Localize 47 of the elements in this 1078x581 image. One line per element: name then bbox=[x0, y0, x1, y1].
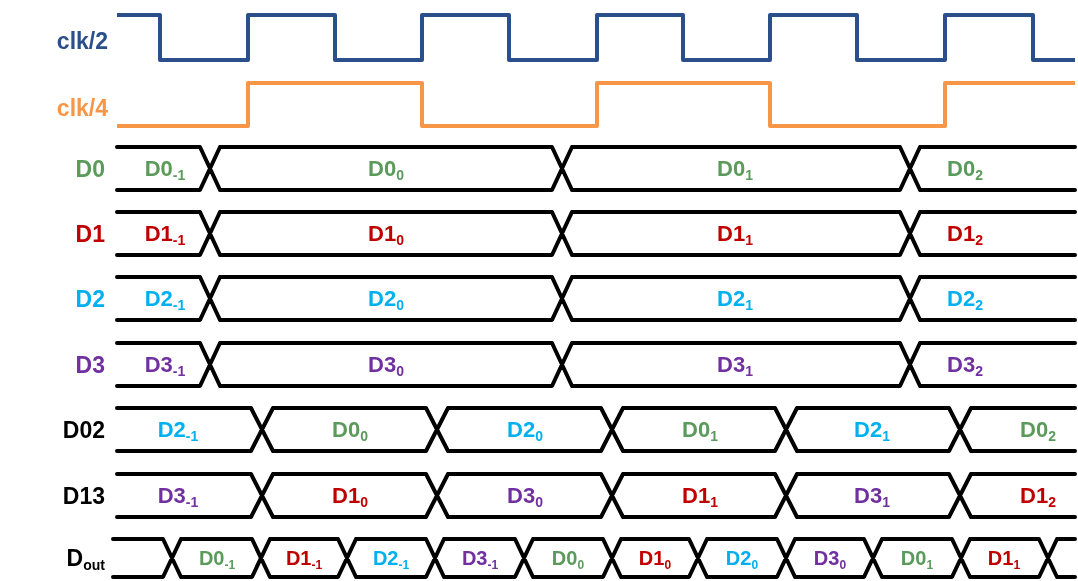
data-word-label: D0$_{1}$ bbox=[717, 157, 753, 180]
signal-name: D13 bbox=[62, 484, 105, 507]
data-word-label: D3$_{-1}$ bbox=[461, 548, 499, 568]
signal-name: D$_{out}$ bbox=[66, 546, 105, 570]
data-word-label: D0$_{0}$ bbox=[551, 548, 585, 568]
data-word-label: D1$_{-1}$ bbox=[144, 222, 186, 245]
data-word-label: D3$_{0}$ bbox=[813, 548, 847, 568]
data-word-label: D1$_{0}$ bbox=[368, 222, 404, 245]
data-word-label: D2$_{0}$ bbox=[507, 418, 543, 441]
data-word-label: D1$_{1}$ bbox=[987, 548, 1021, 568]
data-word-label: D2$_{-1}$ bbox=[372, 548, 410, 568]
data-word-label: D2$_{1}$ bbox=[854, 418, 890, 441]
signal-name: D2 bbox=[75, 287, 105, 310]
data-word-label: D3$_{-1}$ bbox=[157, 484, 199, 507]
signal-name: D0 bbox=[75, 157, 105, 180]
data-word-label: D1$_{0}$ bbox=[332, 484, 368, 507]
data-word-label: D3$_{0}$ bbox=[507, 484, 543, 507]
data-word-label: D1$_{2}$ bbox=[1020, 484, 1056, 507]
data-word-label: D3$_{2}$ bbox=[947, 353, 983, 376]
data-word-label: D2$_{1}$ bbox=[717, 287, 753, 310]
data-word-label: D2$_{2}$ bbox=[947, 287, 983, 310]
data-word-label: D0$_{-1}$ bbox=[144, 157, 186, 180]
data-word-label: D0$_{0}$ bbox=[368, 157, 404, 180]
data-word-label: D1$_{0}$ bbox=[638, 548, 672, 568]
data-word-label: D2$_{0}$ bbox=[368, 287, 404, 310]
data-word-label: D0$_{0}$ bbox=[332, 418, 368, 441]
data-word-label: D3$_{-1}$ bbox=[144, 353, 186, 376]
data-word-label: D2$_{0}$ bbox=[725, 548, 759, 568]
signal-name: D02 bbox=[62, 418, 105, 441]
data-word-label: D2$_{-1}$ bbox=[144, 287, 186, 310]
data-word-label: D1$_{2}$ bbox=[947, 222, 983, 245]
data-word-label: D3$_{1}$ bbox=[854, 484, 890, 507]
data-word-label: D1$_{1}$ bbox=[717, 222, 753, 245]
data-word-label: D1$_{1}$ bbox=[682, 484, 718, 507]
data-word-label: D0$_{2}$ bbox=[1020, 418, 1056, 441]
data-word-label: D0$_{1}$ bbox=[900, 548, 934, 568]
signal-name: clk/2 bbox=[56, 29, 108, 52]
signal-name: D1 bbox=[75, 222, 105, 245]
data-word-label: D0$_{-1}$ bbox=[198, 548, 236, 568]
data-word-label: D0$_{1}$ bbox=[682, 418, 718, 441]
signal-name: D3 bbox=[75, 353, 105, 376]
signal-name: clk/4 bbox=[56, 96, 108, 119]
data-word-label: D1$_{-1}$ bbox=[285, 548, 323, 568]
data-word-label: D0$_{2}$ bbox=[947, 157, 983, 180]
data-word-label: D2$_{-1}$ bbox=[157, 418, 199, 441]
data-word-label: D3$_{0}$ bbox=[368, 353, 404, 376]
data-word-label: D3$_{1}$ bbox=[717, 353, 753, 376]
